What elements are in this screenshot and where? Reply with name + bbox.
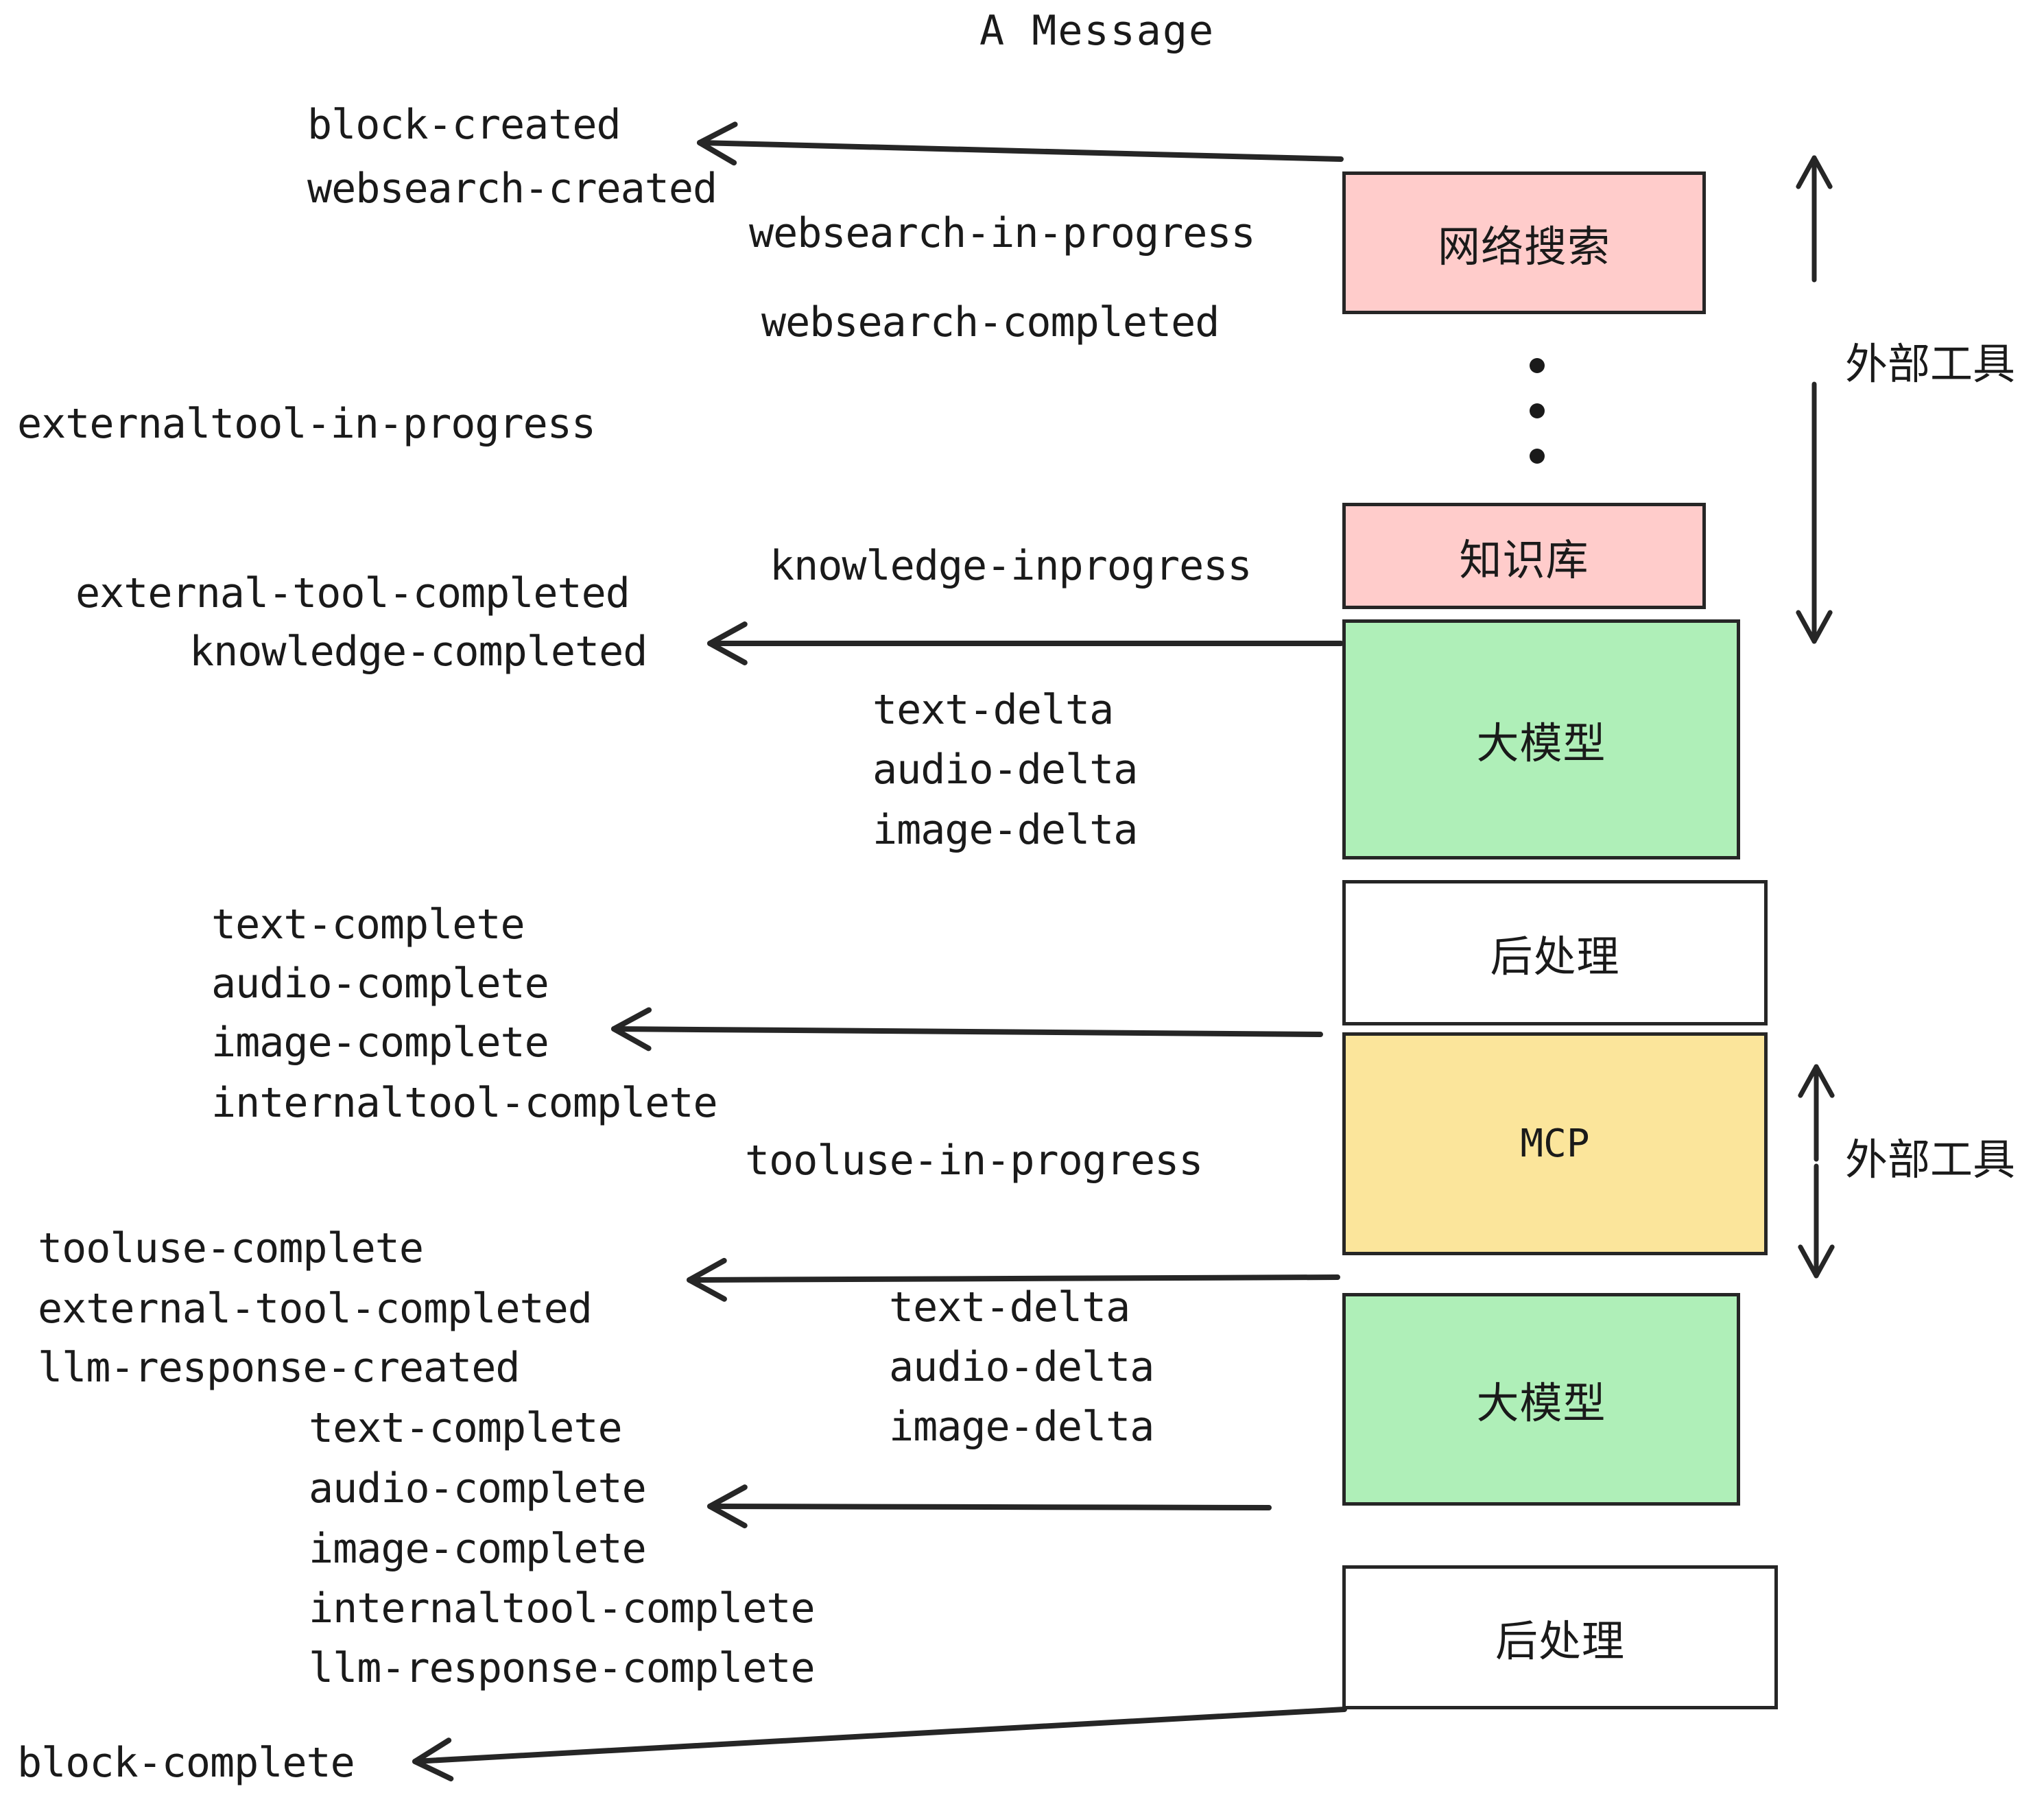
- node-box-knowledge[interactable]: 知识库: [1342, 503, 1706, 609]
- ellipsis-dot: [1530, 358, 1545, 373]
- node-box-websearch[interactable]: 网络搜索: [1342, 171, 1706, 314]
- event-label-internaltool-complete-2: internaltool-complete: [309, 1585, 816, 1633]
- arrow-block-created-line: [697, 140, 1344, 162]
- event-label-text-complete-1: text-complete: [211, 901, 525, 949]
- arrow-tooluse-complete-line: [687, 1274, 1340, 1283]
- node-box-llm-2[interactable]: 大模型: [1342, 1293, 1740, 1506]
- ellipsis-dot: [1530, 449, 1545, 464]
- event-label-image-complete-1: image-complete: [211, 1019, 549, 1067]
- side-label-external-tools-top: 外部工具: [1845, 339, 2016, 389]
- event-label-tooluse-in-progress: tooluse-in-progress: [745, 1137, 1203, 1185]
- node-label-llm-2: 大模型: [1476, 1378, 1606, 1428]
- external-tools-down-head: [1796, 610, 1833, 644]
- event-label-tooluse-complete: tooluse-complete: [38, 1224, 424, 1272]
- event-label-audio-complete-2: audio-complete: [309, 1464, 647, 1512]
- event-label-external-tool-completed-2: external-tool-completed: [38, 1285, 593, 1333]
- page-title: A Message: [979, 7, 1215, 55]
- arrow-block-complete-head: [412, 1737, 454, 1782]
- event-label-websearch-created: websearch-created: [307, 165, 717, 213]
- arrow-knowledge-completed-head: [707, 621, 748, 665]
- arrow-tooluse-complete-head: [687, 1257, 727, 1302]
- event-label-knowledge-completed: knowledge-completed: [189, 628, 647, 676]
- node-label-postproc-2: 后处理: [1495, 1616, 1625, 1666]
- event-label-websearch-completed: websearch-completed: [761, 298, 1220, 346]
- event-label-externaltool-in-progress: externaltool-in-progress: [17, 400, 596, 448]
- external-tools-up-2-head: [1798, 1064, 1835, 1098]
- event-label-internaltool-complete-1: internaltool-complete: [211, 1079, 718, 1127]
- node-box-mcp[interactable]: MCP: [1342, 1032, 1768, 1255]
- side-label-external-tools-bottom: 外部工具: [1845, 1135, 2016, 1185]
- node-label-mcp: MCP: [1520, 1121, 1590, 1166]
- arrow-image-complete-line: [611, 1026, 1323, 1037]
- event-label-external-tool-completed-1: external-tool-completed: [75, 569, 630, 617]
- event-label-image-delta-1: image-delta: [872, 806, 1138, 854]
- node-label-websearch: 网络搜索: [1437, 222, 1611, 272]
- arrow-image-complete-head: [611, 1007, 652, 1052]
- external-tools-up-head: [1796, 155, 1833, 189]
- event-label-audio-delta-2: audio-delta: [889, 1343, 1154, 1391]
- event-label-text-delta-1: text-delta: [872, 686, 1114, 734]
- event-label-audio-delta-1: audio-delta: [872, 746, 1138, 794]
- event-label-llm-response-complete: llm-response-complete: [309, 1644, 816, 1692]
- node-box-postproc-2[interactable]: 后处理: [1342, 1565, 1778, 1709]
- event-label-text-complete-2: text-complete: [309, 1404, 623, 1452]
- event-label-audio-complete-1: audio-complete: [211, 960, 549, 1008]
- node-label-llm-1: 大模型: [1476, 718, 1606, 768]
- node-box-postproc-1[interactable]: 后处理: [1342, 880, 1768, 1025]
- event-label-text-delta-2: text-delta: [889, 1283, 1130, 1331]
- arrow-audio-complete-line: [707, 1504, 1272, 1510]
- node-label-postproc-1: 后处理: [1490, 931, 1620, 982]
- event-label-llm-response-created: llm-response-created: [38, 1344, 520, 1392]
- arrow-audio-complete-head: [707, 1484, 748, 1529]
- node-box-llm-1[interactable]: 大模型: [1342, 619, 1740, 859]
- event-label-knowledge-inprogress: knowledge-inprogress: [770, 542, 1252, 590]
- external-tools-down-2-head: [1798, 1244, 1835, 1279]
- event-label-image-complete-2: image-complete: [309, 1525, 647, 1573]
- ellipsis-dot: [1530, 403, 1545, 418]
- arrow-block-created-head: [697, 121, 738, 166]
- arrow-block-complete-line: [412, 1707, 1347, 1764]
- event-label-websearch-in-progress: websearch-in-progress: [749, 209, 1256, 257]
- node-label-knowledge: 知识库: [1459, 534, 1589, 585]
- event-label-block-created: block-created: [307, 101, 621, 149]
- event-label-image-delta-2: image-delta: [889, 1403, 1154, 1451]
- event-label-block-complete: block-complete: [17, 1739, 355, 1787]
